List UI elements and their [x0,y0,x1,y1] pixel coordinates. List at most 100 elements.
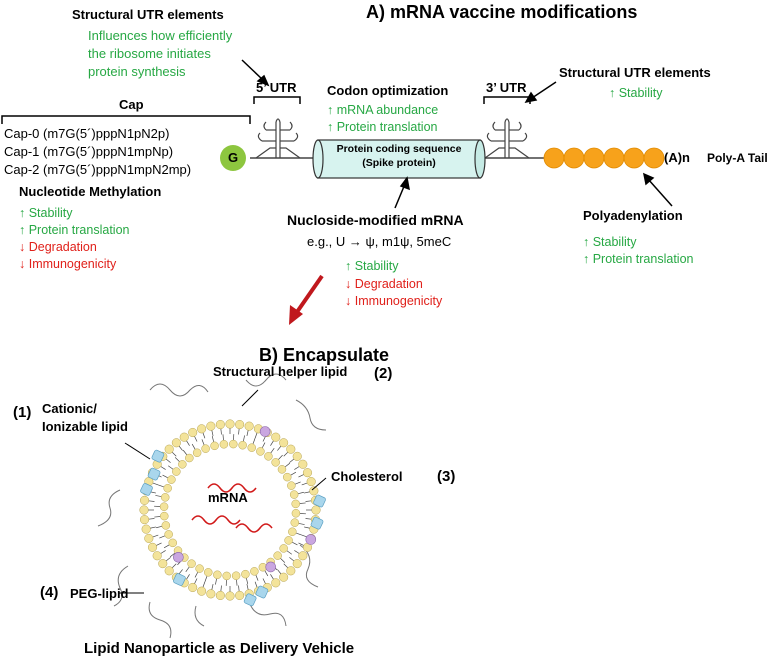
lipid-tail [159,535,166,539]
peg-chain [149,383,209,397]
coding-box-line-2: (Spike protein) [362,157,436,169]
utr3-label: 3’ UTR [486,80,527,95]
cholesterol-icon [173,573,186,586]
lipid-tail [171,451,177,457]
polya-an-label: (A)n [664,150,690,165]
lipid-head-outer [141,524,151,534]
lipid-head-inner [201,444,210,453]
peg-chain [194,605,205,627]
lipid-tail [283,451,289,457]
lipid-head-inner [160,511,169,521]
lipid-tails [148,428,312,592]
lipid-head-inner [287,481,296,490]
lipid-head-inner [160,493,170,502]
cholesterol-icon [310,516,324,530]
helper-lipid-icon [173,551,184,563]
peg-chain [295,399,327,431]
lipid-head-inner [163,484,172,493]
nucleoside-title: Nucloside-modified mRNA [287,212,464,228]
peg-chains [97,373,327,639]
cap-g-circle [220,145,246,171]
lipid-tail [194,578,198,585]
lipid-tail [289,557,295,562]
lipid-head-inner [167,475,176,484]
mrna-construct-diagram [1,59,673,325]
lipid-head-outer [298,551,308,561]
lipid-tail [185,566,190,573]
lipid-head-inner [241,569,250,579]
structural-utr-right-effect: ↑ Stability [609,86,663,100]
lipid-tail [262,435,266,442]
methylation-up-1: ↑ Stability [19,206,73,220]
structural-utr-left-desc-1: Influences how efficiently [88,28,233,43]
lipid-head-outer [147,542,158,552]
utr3-bracket [483,96,531,104]
lipid-tail [270,574,274,580]
methylation-down-2: ↓ Immunogenicity [19,257,117,271]
lipid-head-outer [309,486,319,496]
lipid-head-inner [277,465,287,474]
leader-cationic [124,442,151,460]
peg-chain [249,603,287,627]
lipid-tail [304,491,311,494]
lipid-tail [158,484,165,488]
helper-lipid-icon [305,534,317,545]
lipid-tail [155,495,162,497]
lipid-tail [284,462,291,468]
lipid-tail [270,440,274,446]
lipid-tail [204,575,208,582]
lipid-tail [186,440,190,446]
lipid-head-outer [197,586,207,596]
section-a-title: A) mRNA vaccine modifications [366,2,638,22]
lipid-tail [191,443,196,450]
lipid-tail [202,581,206,588]
peg-chain [97,489,121,527]
lipid-tail [255,574,259,581]
lipid-tail [167,465,174,470]
codon-effect-2: ↑ Protein translation [327,120,438,134]
codon-effect-1: ↑ mRNA abundance [327,103,439,117]
lipid-tail [290,471,297,476]
lipid-head-outer [279,572,289,582]
lipid-head-inner [238,440,247,450]
lipid-tail [254,581,258,588]
lipid-tail [215,578,217,585]
lipid-head-outer [235,590,245,601]
lipid-tail [261,442,266,449]
lipid-tail [246,429,249,436]
lipid-tail [152,482,159,486]
lipid-head-inner [187,559,196,568]
lipid-tail [294,550,300,554]
lipid-tail [160,550,166,554]
cholesterol-icon [313,494,326,508]
lipid-tail [178,445,183,451]
lipid-tail [280,558,286,563]
lipid-tail [243,435,245,442]
lipid-tail [220,585,222,592]
polyadenylation-effect-1: ↑ Stability [583,235,637,249]
cap-bracket [1,115,251,124]
lipid-head-outer [164,444,174,454]
cholesterol-icon [255,585,269,599]
lipid-head-inner [291,499,300,509]
lipid-head-inner [204,568,213,577]
lipid-tail [264,570,269,577]
lipid-head-inner [195,564,204,573]
lipid-tail [220,428,222,435]
cap-item-2: Cap-2 (m7G(5´)pppN1mpN2mp) [4,162,192,177]
lipid-tail [305,500,312,502]
encapsulated-mrna [191,483,273,533]
lipid-head-inner [247,443,256,452]
lipid-head-inner [256,447,265,456]
codon-title: Codon optimization [327,83,449,98]
lipid-tail [298,474,305,478]
lipid-head-inner [273,551,282,560]
nucleoside-down-1: ↓ Degradation [345,277,423,291]
utr5-bracket [253,96,301,104]
lipid-head-outer [139,505,149,515]
polyadenylation-effect-2: ↑ Protein translation [583,252,694,266]
nucleoside-example: e.g., U → ψ, m1ψ, 5meC [307,234,452,249]
label-cationic-line-1: Cationic/ [42,401,97,416]
lipid-tail [194,435,198,442]
coding-sequence-cylinder [312,139,486,179]
